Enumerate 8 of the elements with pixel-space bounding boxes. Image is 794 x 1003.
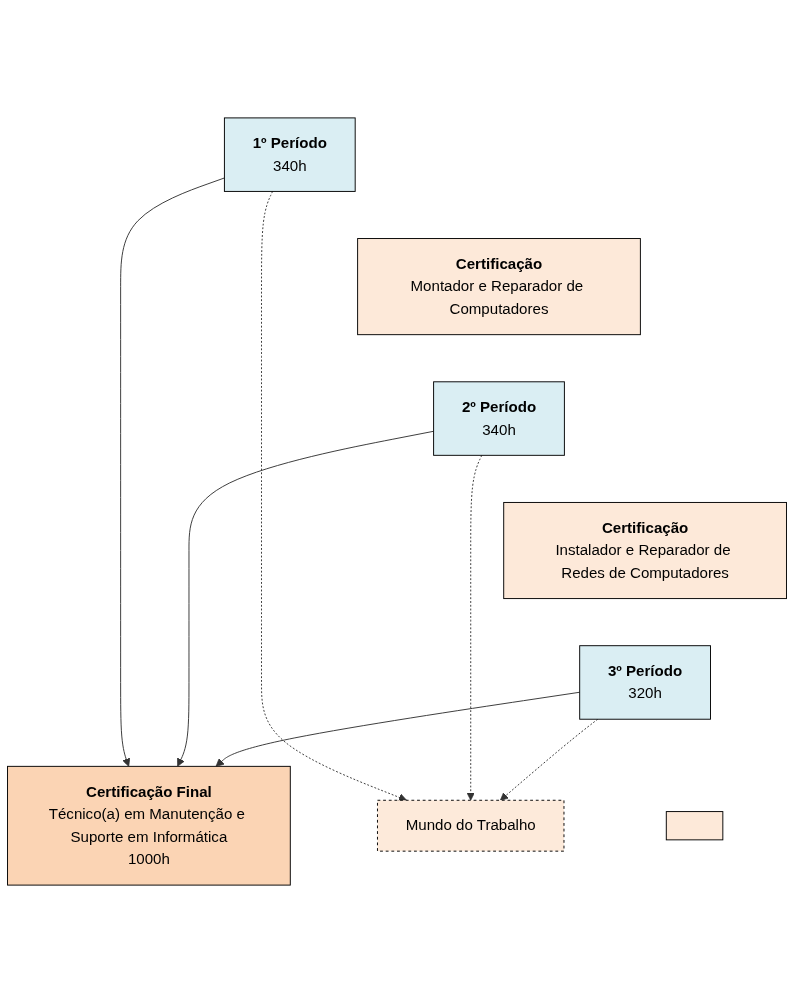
node-box [579,645,711,720]
node-box [357,238,641,336]
node-box [7,765,291,886]
node-box [377,799,565,852]
node-box [503,501,787,600]
node-box [223,117,356,192]
node-box [665,811,724,841]
node-box [433,381,565,456]
